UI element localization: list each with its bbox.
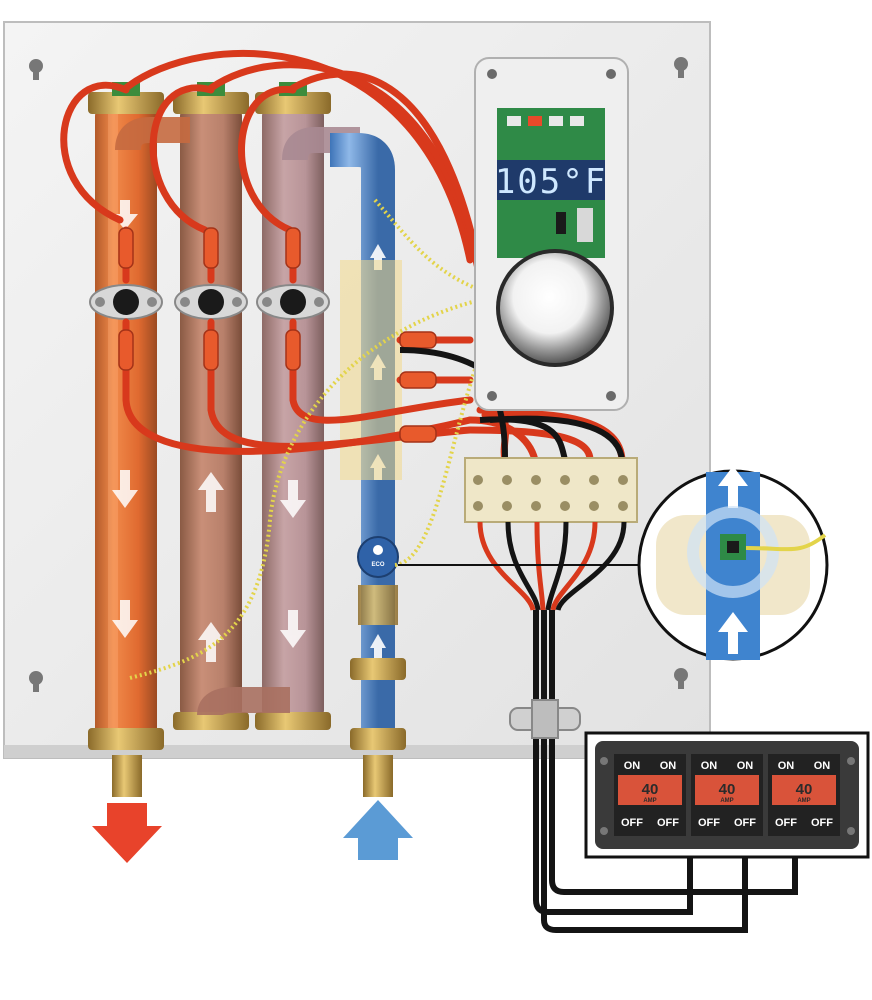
keyhole-icon: [674, 668, 688, 689]
arrow-up-icon: [198, 622, 224, 662]
breaker-1[interactable]: ON ON 40 AMP OFF OFF: [614, 754, 686, 836]
connecting-pipes: [115, 117, 360, 717]
breaker-amp-value: 40: [796, 781, 813, 798]
thermostat-sensor-3: [256, 284, 330, 320]
thermostat-sensor-1: [89, 284, 163, 320]
cold-water-in-arrow-icon: [343, 800, 413, 860]
thermostat-sensor-2: [174, 284, 248, 320]
breaker-on-label: ON: [624, 760, 641, 772]
wire-connectors: [118, 227, 437, 443]
breaker-off-label: OFF: [621, 817, 643, 829]
breaker-on-label: ON: [737, 760, 754, 772]
flow-sensor-zoom: [398, 466, 829, 661]
breaker-amp-value: 40: [642, 781, 659, 798]
arrow-down-icon: [112, 470, 138, 508]
mounting-hole-icons: [29, 57, 688, 692]
breaker-off-label: OFF: [657, 817, 679, 829]
breaker-amp-unit: AMP: [797, 798, 810, 804]
breaker-amp-unit: AMP: [720, 798, 733, 804]
breaker-amp-value: 40: [719, 781, 736, 798]
breaker-off-label: OFF: [775, 817, 797, 829]
breaker-off-label: OFF: [734, 817, 756, 829]
breaker-on-label: ON: [778, 760, 795, 772]
cold-water-inlet: [343, 755, 413, 860]
breaker-amp-unit: AMP: [643, 798, 656, 804]
arrow-down-icon: [280, 610, 306, 648]
element-sensors: [89, 284, 330, 320]
heating-chamber-1: [88, 92, 164, 750]
hot-water-outlet: [92, 755, 162, 863]
supply-cables: [477, 521, 798, 933]
temperature-display: 105°F: [495, 162, 607, 202]
breaker-panel: ON ON 40 AMP OFF OFF ON ON 40 AMP OFF OF…: [584, 731, 870, 859]
keyhole-icon: [674, 57, 688, 78]
temperature-knob[interactable]: [496, 249, 614, 367]
breaker-3[interactable]: ON ON 40 AMP OFF OFF: [768, 754, 840, 836]
breaker-on-label: ON: [814, 760, 831, 772]
eco-logo: ECO: [371, 562, 384, 568]
arrow-down-icon: [112, 600, 138, 638]
breaker-2[interactable]: ON ON 40 AMP OFF OFF: [691, 754, 763, 836]
breaker-on-label: ON: [660, 760, 677, 772]
terminal-block: [464, 457, 638, 523]
keyhole-icon: [29, 59, 43, 80]
hot-water-out-arrow-icon: [92, 803, 162, 863]
keyhole-icon: [29, 671, 43, 692]
breaker-off-label: OFF: [811, 817, 833, 829]
breaker-off-label: OFF: [698, 817, 720, 829]
flow-sensor: ECO: [357, 536, 399, 578]
conduit-clamp: [509, 699, 581, 739]
arrow-down-icon: [280, 480, 306, 518]
heating-chamber-3: [255, 92, 331, 730]
breaker-on-label: ON: [701, 760, 718, 772]
arrow-up-icon: [198, 472, 224, 512]
